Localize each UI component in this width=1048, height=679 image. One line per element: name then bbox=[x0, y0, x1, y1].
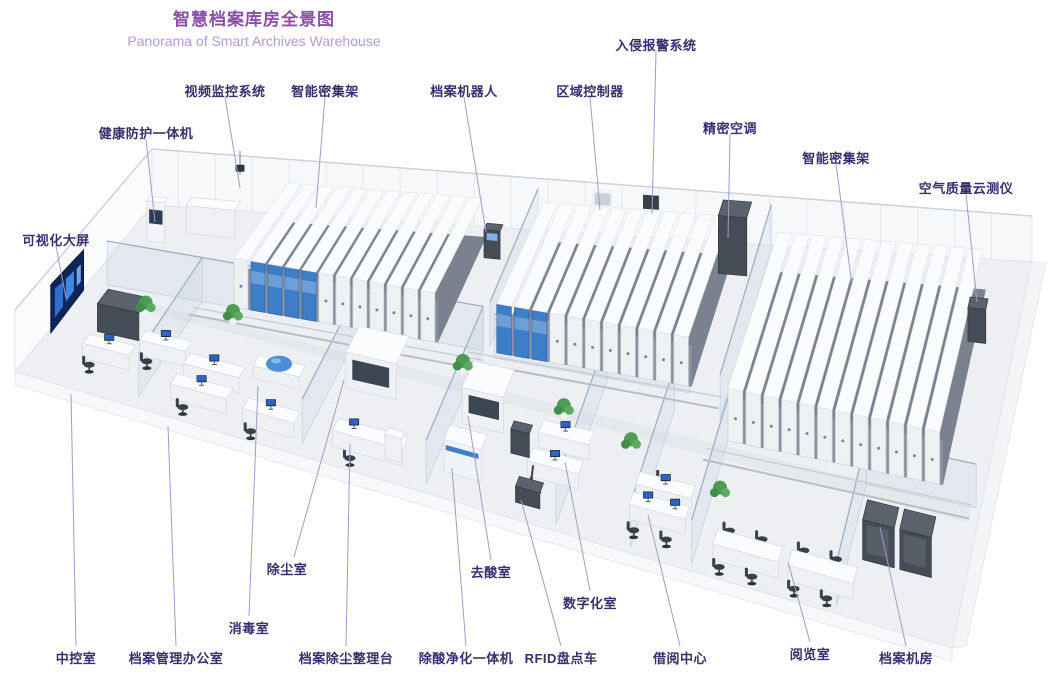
label-video-surveillance: 视频监控系统 bbox=[184, 84, 266, 99]
leader-disinfection bbox=[248, 385, 259, 617]
leader-precision-ac bbox=[727, 133, 731, 239]
leader-video-surveillance bbox=[224, 96, 241, 189]
leader-borrowing-center bbox=[647, 514, 681, 647]
leader-dust-sorting-table bbox=[345, 443, 351, 647]
leader-central-control bbox=[70, 393, 77, 647]
label-archive-office: 档案管理办公室 bbox=[128, 651, 224, 666]
leader-zone-controller bbox=[589, 96, 601, 211]
leader-deacidification bbox=[467, 415, 492, 561]
label-reading-room: 阅览室 bbox=[789, 647, 831, 662]
visualization-screen bbox=[50, 248, 84, 335]
page-title: 智慧档案库房全景图 bbox=[173, 10, 335, 29]
shelving-cluster-left bbox=[233, 182, 487, 343]
label-precision-ac: 精密空调 bbox=[702, 121, 758, 136]
label-dust-removal-room: 除尘室 bbox=[266, 562, 308, 577]
shelving-cluster-right bbox=[727, 231, 986, 486]
label-archive-machine-room: 档案机房 bbox=[878, 651, 934, 666]
leader-archive-office bbox=[167, 425, 177, 647]
label-air-quality: 空气质量云测仪 bbox=[918, 181, 1014, 196]
leader-archive-machine-room bbox=[879, 526, 907, 647]
label-smart-shelving-left: 智能密集架 bbox=[291, 84, 359, 99]
label-disinfection-room: 消毒室 bbox=[228, 621, 270, 636]
label-health-protection: 健康防护一体机 bbox=[98, 126, 194, 141]
leader-air-quality bbox=[965, 193, 978, 303]
leader-archive-robot bbox=[463, 96, 487, 233]
label-borrowing-center: 借阅中心 bbox=[652, 651, 708, 666]
label-intrusion-alarm: 入侵报警系统 bbox=[615, 38, 697, 53]
label-central-control-room: 中控室 bbox=[55, 651, 97, 666]
label-deacidification-room: 去酸室 bbox=[470, 565, 512, 580]
shelving-cluster-middle bbox=[496, 201, 734, 387]
label-digitization-room: 数字化室 bbox=[562, 596, 618, 611]
label-visualization-screen: 可视化大屏 bbox=[22, 233, 90, 248]
office-furniture bbox=[82, 288, 937, 608]
page-subtitle: Panorama of Smart Archives Warehouse bbox=[127, 33, 381, 49]
leader-smart-shelving-right bbox=[835, 163, 853, 286]
leader-digitization bbox=[564, 461, 591, 592]
label-zone-controller: 区域控制器 bbox=[556, 84, 624, 99]
leader-smart-shelving-left bbox=[315, 96, 326, 209]
leader-dust-removal bbox=[293, 379, 345, 558]
leader-visualization-screen bbox=[55, 245, 67, 299]
header: 智慧档案库房全景图 Panorama of Smart Archives War… bbox=[104, 5, 404, 49]
leader-acid-purifier bbox=[451, 467, 467, 647]
plants bbox=[135, 295, 730, 502]
label-rfid-cart: RFID盘点车 bbox=[524, 651, 598, 666]
label-dust-sorting-table: 档案除尘整理台 bbox=[298, 651, 394, 666]
equipment bbox=[146, 150, 989, 344]
leader-reading-room bbox=[787, 561, 811, 643]
label-acid-purifier: 除酸净化一体机 bbox=[418, 651, 514, 666]
leader-rfid-cart bbox=[520, 499, 562, 647]
label-archive-robot: 档案机器人 bbox=[430, 84, 498, 99]
leader-intrusion-alarm bbox=[651, 50, 657, 215]
leader-health-protection bbox=[145, 138, 156, 223]
label-smart-shelving-right: 智能密集架 bbox=[802, 151, 870, 166]
